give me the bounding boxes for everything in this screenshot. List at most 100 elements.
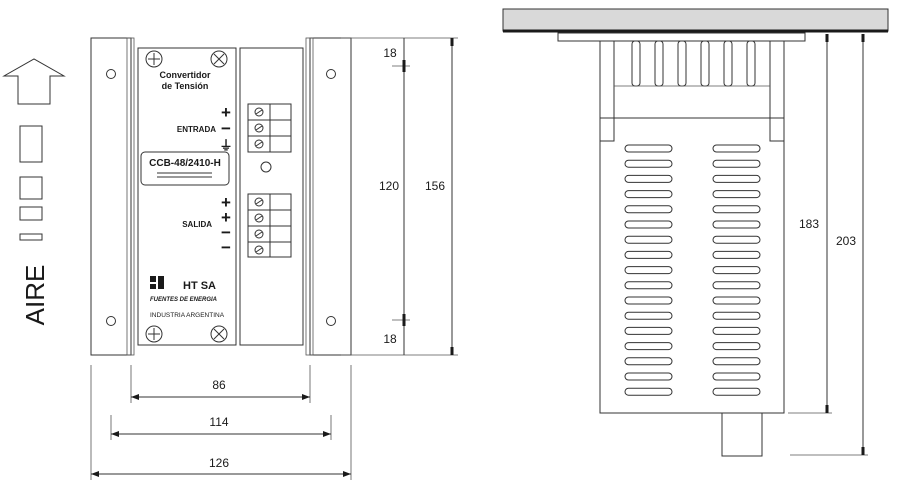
vent-slot — [712, 281, 761, 290]
airflow-bar-2 — [19, 176, 43, 200]
vent-slot — [712, 144, 761, 153]
dim-120: 120 — [379, 179, 399, 193]
airflow-bar-4 — [19, 233, 43, 241]
vent-slot — [624, 250, 673, 259]
brand-subtitle: FUENTES DE ENERGIA — [150, 297, 217, 303]
country-label: INDUSTRIA ARGENTINA — [150, 312, 225, 319]
left-flange-edge — [126, 37, 135, 356]
vent-slot — [712, 311, 761, 320]
vent-slots — [624, 144, 761, 396]
vent-slot — [624, 342, 673, 351]
model-number: CCB-48/2410-H — [149, 158, 221, 169]
right-flange — [309, 37, 352, 356]
vent-slot — [712, 159, 761, 168]
vent-slot — [624, 235, 673, 244]
vent-slot — [624, 326, 673, 335]
vent-slot — [712, 220, 761, 229]
airflow-bar-1 — [19, 125, 43, 163]
mounting-surface — [502, 8, 889, 32]
enclosure-body — [599, 117, 785, 414]
vent-slot — [712, 326, 761, 335]
vent-slot — [712, 205, 761, 214]
led-indicator-icon — [260, 161, 272, 173]
terminal-screw-icon — [254, 213, 264, 223]
output-plus-symbol: + — [221, 193, 231, 212]
dim-114: 114 — [209, 415, 228, 429]
panel-title-line1: Convertidor — [159, 70, 211, 80]
vent-slot — [712, 266, 761, 275]
dim-86: 86 — [212, 378, 226, 392]
screw-icon — [145, 50, 163, 68]
brand-logo-icon — [150, 276, 164, 289]
brand-name: HT SA — [183, 280, 216, 292]
input-label: ENTRADA — [177, 125, 216, 134]
mount-hole-icon — [326, 69, 336, 79]
vent-slot — [624, 281, 673, 290]
connector — [721, 412, 763, 457]
vent-slot — [624, 159, 673, 168]
vent-slot — [712, 235, 761, 244]
vent-slot — [712, 357, 761, 366]
vent-slot — [712, 190, 761, 199]
mount-hole-icon — [326, 316, 336, 326]
vent-slot — [712, 174, 761, 183]
vent-slot — [712, 342, 761, 351]
dim-18-bottom: 18 — [383, 332, 397, 346]
airflow-arrow-icon — [2, 58, 66, 105]
vent-slot — [712, 296, 761, 305]
output-minus-symbol: − — [221, 223, 231, 242]
dim-126: 126 — [209, 456, 229, 470]
vent-slot — [624, 357, 673, 366]
dim-203: 203 — [836, 234, 856, 248]
airflow-label: AIRE — [20, 265, 50, 326]
vent-slot — [624, 144, 673, 153]
front-dimensions: 18 120 156 18 86 114 126 — [90, 37, 458, 480]
output-minus-symbol: − — [221, 238, 231, 257]
output-plus-symbol: + — [221, 208, 231, 227]
input-minus-symbol: − — [221, 119, 231, 138]
vent-slot — [624, 220, 673, 229]
output-terminal-block — [247, 193, 292, 258]
dim-18-top: 18 — [383, 46, 397, 60]
input-terminal-block — [247, 103, 292, 153]
terminal-panel — [239, 47, 304, 346]
terminal-screw-icon — [254, 123, 264, 133]
front-view: Convertidor de Tensión ENTRADA + − ⏚ CCB… — [90, 37, 352, 356]
vent-slot — [624, 387, 673, 396]
terminal-screw-icon — [254, 197, 264, 207]
mount-hole-icon — [106, 69, 116, 79]
left-flange — [90, 37, 132, 356]
right-flange-edge — [305, 37, 314, 356]
terminal-screw-icon — [254, 107, 264, 117]
screw-icon — [210, 325, 228, 343]
screw-icon — [210, 50, 228, 68]
screw-icon — [145, 325, 163, 343]
side-flange — [557, 32, 806, 42]
vent-slot — [712, 250, 761, 259]
terminal-screw-icon — [254, 139, 264, 149]
output-label: SALIDA — [182, 220, 212, 229]
label-panel — [137, 47, 237, 346]
vent-slot — [712, 387, 761, 396]
vent-slot — [712, 372, 761, 381]
mount-hole-icon — [106, 316, 116, 326]
vent-slot — [624, 266, 673, 275]
vent-slot — [624, 174, 673, 183]
vent-slot — [624, 311, 673, 320]
airflow-indicator: AIRE — [2, 58, 66, 326]
airflow-bar-3 — [19, 206, 43, 221]
terminal-screw-icon — [254, 245, 264, 255]
terminal-screw-icon — [254, 229, 264, 239]
ground-icon: ⏚ — [219, 138, 232, 153]
side-view: 183 203 — [502, 8, 889, 457]
vent-slot — [624, 296, 673, 305]
vent-slot — [624, 190, 673, 199]
panel-title-line2: de Tensión — [162, 81, 209, 91]
model-box — [140, 151, 230, 186]
vent-slot — [624, 205, 673, 214]
dim-156: 156 — [425, 179, 445, 193]
dim-183: 183 — [799, 217, 819, 231]
vent-slot — [624, 372, 673, 381]
heatsink-fins — [599, 40, 785, 142]
